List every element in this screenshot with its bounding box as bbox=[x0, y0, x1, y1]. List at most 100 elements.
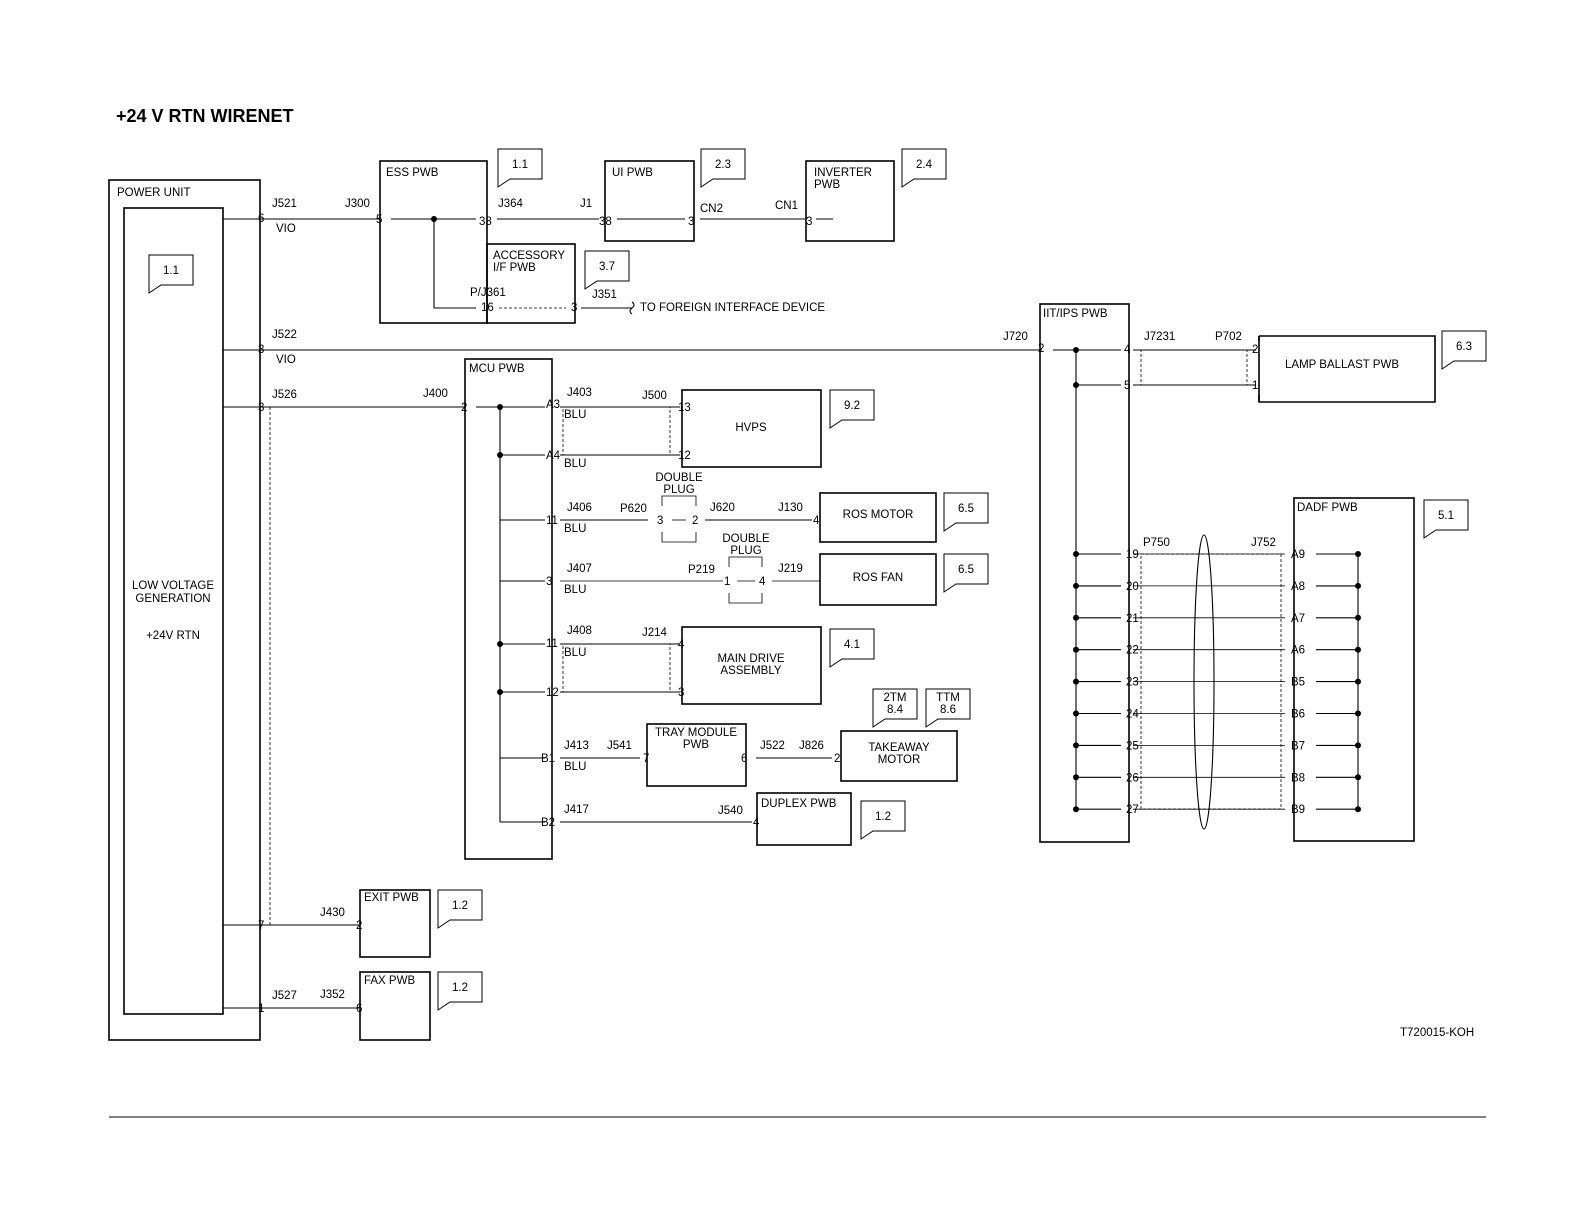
lamp-pin-1: 1 bbox=[1252, 380, 1258, 392]
iit-dadf-pin: 23 bbox=[1126, 677, 1139, 689]
accessory-line-1: ACCESSORY bbox=[493, 250, 565, 262]
takeaway-j522-label: J522 bbox=[760, 740, 785, 752]
svg-text:8.6: 8.6 bbox=[940, 704, 956, 716]
svg-text:6.5: 6.5 bbox=[958, 503, 974, 515]
main-drive-box bbox=[681, 626, 822, 705]
inverter-pin-3: 3 bbox=[806, 216, 812, 228]
p219-label: P219 bbox=[688, 564, 715, 576]
svg-text:9.2: 9.2 bbox=[844, 400, 860, 412]
double-plug-2-line-1: DOUBLE bbox=[722, 533, 770, 545]
j522-label: J522 bbox=[272, 329, 297, 341]
reference-callout: 1.1 bbox=[148, 254, 194, 294]
reference-callout: 2.3 bbox=[700, 148, 746, 188]
svg-text:6.3: 6.3 bbox=[1456, 341, 1472, 353]
dadf-pin: B8 bbox=[1291, 772, 1305, 784]
ros-fan-label: ROS FAN bbox=[853, 572, 903, 584]
ros-motor-pin-11: 11 bbox=[546, 515, 558, 527]
iit-dadf-pin: 25 bbox=[1126, 740, 1139, 752]
ros-motor-pin-4: 4 bbox=[813, 515, 820, 527]
exit-pwb-box bbox=[359, 889, 431, 958]
ui-pwb-label: UI PWB bbox=[612, 167, 653, 179]
j1-label: J1 bbox=[580, 198, 592, 210]
tray-pin-7: 7 bbox=[643, 753, 649, 765]
ess-pin-5: 5 bbox=[376, 214, 382, 226]
svg-text:1.1: 1.1 bbox=[163, 265, 179, 277]
j720-label: J720 bbox=[1003, 331, 1028, 343]
iit-pin-4: 4 bbox=[1124, 344, 1131, 356]
j752-label: J752 bbox=[1251, 537, 1276, 549]
double-plug-1-line-2: PLUG bbox=[663, 484, 694, 496]
j413-label: J413 bbox=[564, 740, 589, 752]
j352-label: J352 bbox=[320, 989, 345, 1001]
low-voltage-generation-box bbox=[123, 207, 224, 1015]
pu-pin-1: 1 bbox=[258, 1003, 264, 1015]
svg-text:2TM: 2TM bbox=[884, 692, 907, 704]
duplex-pin-b2: B2 bbox=[541, 817, 555, 829]
reference-callout: 5.1 bbox=[1423, 499, 1469, 539]
main-drive-pin-11: 11 bbox=[546, 638, 558, 650]
iit-dadf-pin: 26 bbox=[1126, 772, 1139, 784]
ess-pwb-label: ESS PWB bbox=[386, 167, 439, 179]
dadf-pin: B9 bbox=[1291, 804, 1305, 816]
wire-vio-1: VIO bbox=[276, 223, 296, 235]
wire-blu-hvps-2: BLU bbox=[564, 458, 586, 470]
ros-motor-box bbox=[819, 492, 937, 543]
wire-vio-2: VIO bbox=[276, 354, 296, 366]
power-unit-label: POWER UNIT bbox=[117, 187, 190, 199]
dadf-pin: B6 bbox=[1291, 709, 1305, 721]
ui-pin-3: 3 bbox=[688, 216, 694, 228]
wire-blu-ros-motor: BLU bbox=[564, 523, 586, 535]
tray-module-box bbox=[646, 723, 747, 787]
dadf-pin: A8 bbox=[1291, 581, 1305, 593]
dadf-pin: A9 bbox=[1291, 549, 1305, 561]
p702-label: P702 bbox=[1215, 331, 1242, 343]
twisted-cable-ellipse bbox=[1193, 534, 1215, 830]
iit-dadf-pin: 19 bbox=[1126, 549, 1139, 561]
inverter-line-1: INVERTER bbox=[814, 167, 872, 179]
dadf-pwb-box bbox=[1293, 497, 1415, 842]
mcu-pwb-box bbox=[464, 358, 553, 860]
ess-pin-16: 16 bbox=[481, 302, 494, 314]
mcu-pin-2: 2 bbox=[461, 402, 467, 414]
takeaway-motor-box bbox=[840, 730, 958, 782]
tray-line-1: TRAY MODULE bbox=[655, 727, 737, 739]
svg-text:3.7: 3.7 bbox=[599, 261, 615, 273]
j620-label: J620 bbox=[710, 502, 735, 514]
ros-fan-pin-3: 3 bbox=[546, 576, 552, 588]
ess-pin-38: 38 bbox=[479, 216, 492, 228]
iit-pin-2: 2 bbox=[1038, 343, 1044, 355]
ros-fan-box bbox=[819, 553, 937, 606]
j417-label: J417 bbox=[564, 804, 589, 816]
ui-pwb-box bbox=[604, 160, 695, 242]
svg-text:1.1: 1.1 bbox=[512, 159, 528, 171]
ui-pin-38: 38 bbox=[599, 216, 612, 228]
svg-text:1.2: 1.2 bbox=[452, 982, 468, 994]
reference-callout: 3.7 bbox=[584, 250, 630, 290]
lamp-ballast-label: LAMP BALLAST PWB bbox=[1285, 359, 1399, 371]
ros-fan-pin-1: 1 bbox=[724, 576, 730, 588]
iit-dadf-pin: 21 bbox=[1126, 613, 1139, 625]
hvps-pin-12: 12 bbox=[678, 450, 691, 462]
ros-motor-label: ROS MOTOR bbox=[843, 509, 914, 521]
fax-pwb-label: FAX PWB bbox=[364, 975, 415, 987]
mcu-pwb-label: MCU PWB bbox=[469, 363, 525, 375]
svg-text:6.5: 6.5 bbox=[958, 564, 974, 576]
svg-text:2.4: 2.4 bbox=[916, 159, 933, 171]
reference-callout: 1.2 bbox=[437, 971, 483, 1011]
takeaway-pin-2: 2 bbox=[834, 753, 840, 765]
duplex-pwb-box bbox=[756, 792, 852, 846]
pu-pin-7: 7 bbox=[258, 920, 264, 932]
tray-pin-b1: B1 bbox=[541, 753, 555, 765]
j7231-harness bbox=[1140, 349, 1248, 386]
accessory-line-2: I/F PWB bbox=[493, 262, 536, 274]
reference-callout: 6.5 bbox=[943, 553, 989, 593]
main-drive-line-2: ASSEMBLY bbox=[720, 665, 781, 677]
hvps-pin-a4: A4 bbox=[546, 450, 561, 462]
pu-pin-3a: 3 bbox=[258, 344, 264, 356]
reference-callout: 4.1 bbox=[829, 628, 875, 668]
